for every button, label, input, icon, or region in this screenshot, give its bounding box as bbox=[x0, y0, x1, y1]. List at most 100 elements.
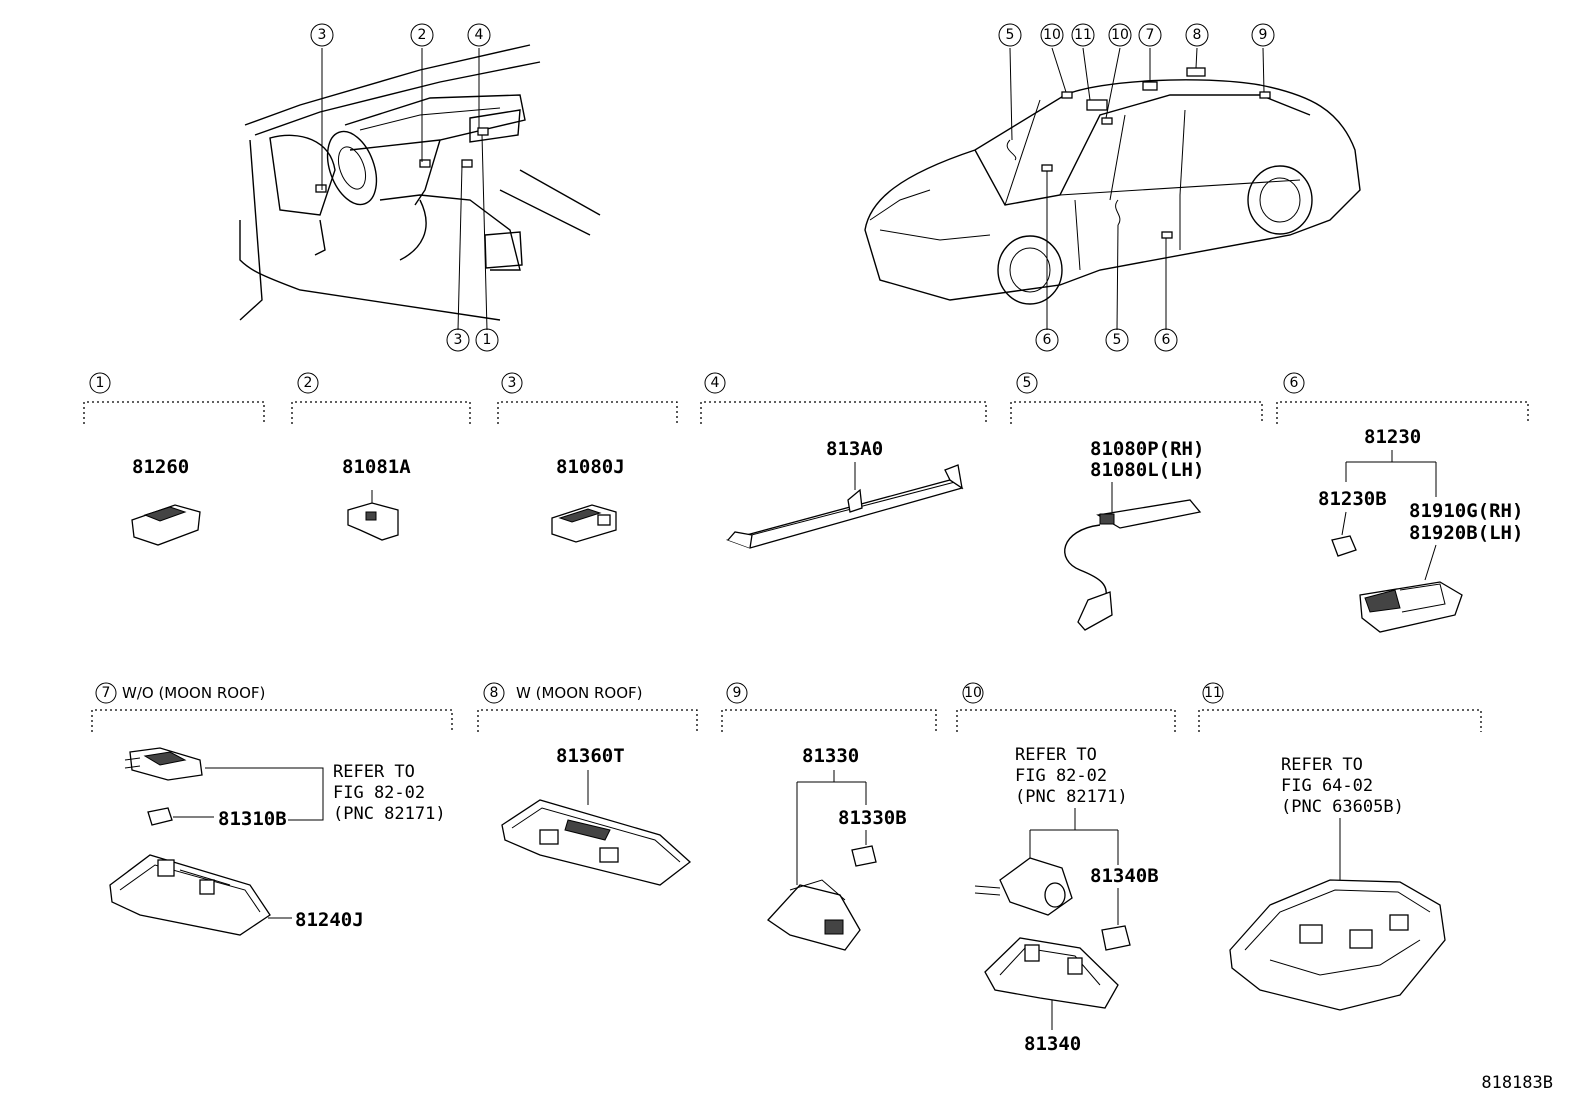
part-number[interactable]: 81910G(RH) bbox=[1409, 500, 1523, 522]
bulb-drawing bbox=[147, 807, 173, 826]
callout-marker[interactable]: 6 bbox=[1035, 328, 1059, 352]
section-number: 2 bbox=[297, 372, 319, 394]
part-number[interactable]: 81080J bbox=[556, 456, 625, 478]
section-number: 1 bbox=[89, 372, 111, 394]
callout-marker[interactable]: 4 bbox=[467, 23, 491, 47]
lens-81240J-drawing bbox=[109, 854, 271, 936]
bulb-81340B-drawing bbox=[1101, 925, 1131, 951]
section-number: 6 bbox=[1283, 372, 1305, 394]
part-number[interactable]: 81340B bbox=[1090, 865, 1159, 887]
part-number[interactable]: 81310B bbox=[218, 808, 287, 830]
dashboard-leader-lines bbox=[321, 48, 488, 331]
part-81081A-drawing bbox=[347, 490, 399, 541]
section-caption: W (MOON ROOF) bbox=[516, 684, 643, 702]
refer-note: REFER TO bbox=[333, 762, 415, 782]
svg-text:8: 8 bbox=[1193, 27, 1202, 43]
svg-text:8: 8 bbox=[490, 685, 499, 701]
lamp-81360T-drawing bbox=[501, 799, 692, 886]
svg-text:3: 3 bbox=[454, 332, 463, 348]
section-number: 5 bbox=[1016, 372, 1038, 394]
svg-text:3: 3 bbox=[508, 375, 517, 391]
svg-text:9: 9 bbox=[1259, 27, 1268, 43]
part-number[interactable]: 81260 bbox=[132, 456, 189, 478]
socket-drawing bbox=[974, 857, 1073, 916]
part-number[interactable]: 81080P(RH) bbox=[1090, 438, 1204, 460]
car-illustration bbox=[864, 67, 1361, 305]
callout-marker[interactable]: 3 bbox=[310, 23, 334, 47]
section-10: 10 REFER TO FIG 82-02 (PNC 82171) 81340B… bbox=[956, 682, 1176, 1055]
callout-marker[interactable]: 11 bbox=[1071, 23, 1095, 47]
svg-text:11: 11 bbox=[1074, 27, 1092, 43]
section-11: 11 REFER TO FIG 64-02 (PNC 63605B) bbox=[1198, 682, 1482, 1011]
refer-note: FIG 82-02 bbox=[1015, 766, 1107, 786]
part-81910G-drawing bbox=[1359, 581, 1463, 633]
svg-text:10: 10 bbox=[964, 685, 982, 701]
refer-note: (PNC 82171) bbox=[1015, 787, 1128, 807]
callout-marker[interactable]: 7 bbox=[1138, 23, 1162, 47]
section-caption: W/O (MOON ROOF) bbox=[122, 684, 265, 702]
car-leader-lines bbox=[1009, 47, 1265, 331]
refer-note: (PNC 82171) bbox=[333, 804, 446, 824]
callout-marker[interactable]: 5 bbox=[1105, 328, 1129, 352]
car-callouts: 5 10 11 10 7 8 9 6 5 6 bbox=[998, 23, 1275, 352]
section-number: 3 bbox=[501, 372, 523, 394]
part-number[interactable]: 81081A bbox=[342, 456, 411, 478]
section-number: 4 bbox=[704, 372, 726, 394]
callout-marker[interactable]: 9 bbox=[1251, 23, 1275, 47]
lens-81340-drawing bbox=[984, 937, 1119, 1009]
callout-marker[interactable]: 10 bbox=[1040, 23, 1064, 47]
callout-marker[interactable]: 8 bbox=[1185, 23, 1209, 47]
callout-marker[interactable]: 1 bbox=[475, 328, 499, 352]
part-number[interactable]: 81230 bbox=[1364, 426, 1421, 448]
lamp-81330-drawing bbox=[767, 879, 861, 951]
part-number[interactable]: 81230B bbox=[1318, 488, 1387, 510]
diagram-code: 818183B bbox=[1481, 1073, 1553, 1093]
section-2: 2 81081A bbox=[291, 372, 471, 541]
callout-marker[interactable]: 5 bbox=[998, 23, 1022, 47]
svg-text:7: 7 bbox=[102, 685, 111, 701]
section-5: 5 81080P(RH) 81080L(LH) bbox=[1010, 372, 1263, 631]
svg-text:5: 5 bbox=[1006, 27, 1015, 43]
part-number[interactable]: 81240J bbox=[295, 909, 364, 931]
refer-note: FIG 82-02 bbox=[333, 783, 425, 803]
section-1: 1 81260 bbox=[83, 372, 265, 546]
section-9: 9 81330 81330B bbox=[721, 682, 937, 951]
svg-text:4: 4 bbox=[711, 375, 720, 391]
svg-text:9: 9 bbox=[733, 685, 742, 701]
section-3: 3 81080J bbox=[497, 372, 678, 543]
section-number: 9 bbox=[726, 682, 748, 704]
part-81230B-drawing bbox=[1331, 535, 1357, 557]
svg-text:4: 4 bbox=[475, 27, 484, 43]
svg-text:5: 5 bbox=[1023, 375, 1032, 391]
svg-text:10: 10 bbox=[1111, 27, 1129, 43]
refer-note: FIG 64-02 bbox=[1281, 776, 1373, 796]
part-number[interactable]: 81330B bbox=[838, 807, 907, 829]
part-813A0-drawing bbox=[725, 464, 964, 549]
part-number[interactable]: 81330 bbox=[802, 745, 859, 767]
part-number[interactable]: 81340 bbox=[1024, 1033, 1081, 1055]
svg-text:2: 2 bbox=[304, 375, 313, 391]
callout-marker[interactable]: 3 bbox=[446, 328, 470, 352]
part-number[interactable]: 81920B(LH) bbox=[1409, 522, 1523, 544]
callout-marker[interactable]: 2 bbox=[410, 23, 434, 47]
part-number[interactable]: 81080L(LH) bbox=[1090, 459, 1204, 481]
dashboard-illustration bbox=[239, 44, 601, 321]
svg-text:5: 5 bbox=[1113, 332, 1122, 348]
dashboard-callouts: 3 2 4 3 1 bbox=[310, 23, 499, 352]
part-81080J-drawing bbox=[551, 504, 617, 543]
console-63605B-drawing bbox=[1229, 879, 1446, 1011]
section-6: 6 81230 81230B 81910G(RH) 81920B(LH) bbox=[1276, 372, 1529, 633]
svg-text:6: 6 bbox=[1290, 375, 1299, 391]
svg-text:10: 10 bbox=[1043, 27, 1061, 43]
svg-text:1: 1 bbox=[483, 332, 492, 348]
svg-text:2: 2 bbox=[418, 27, 427, 43]
svg-text:11: 11 bbox=[1204, 685, 1222, 701]
callout-marker[interactable]: 6 bbox=[1154, 328, 1178, 352]
part-number[interactable]: 813A0 bbox=[826, 438, 883, 460]
part-number[interactable]: 81360T bbox=[556, 745, 625, 767]
bulb-81330B-drawing bbox=[851, 845, 877, 867]
callout-marker[interactable]: 10 bbox=[1108, 23, 1132, 47]
refer-note: (PNC 63605B) bbox=[1281, 797, 1404, 817]
section-number: 7 bbox=[95, 682, 117, 704]
